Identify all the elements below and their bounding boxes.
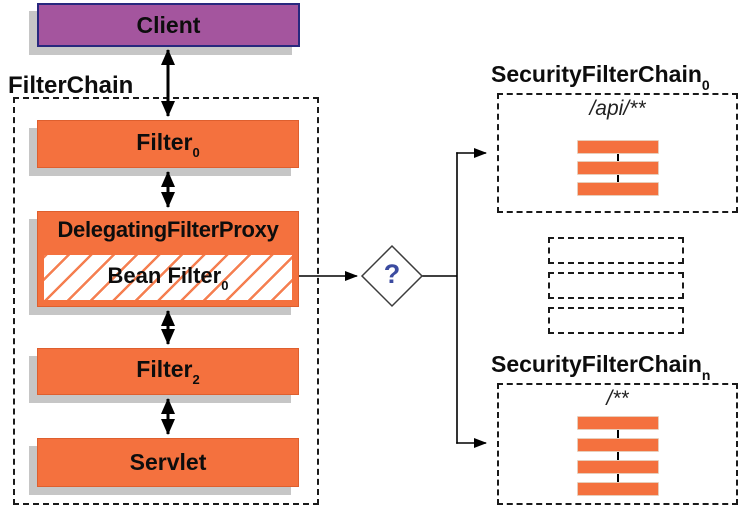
- filter-bar: [577, 161, 659, 175]
- filter-bar: [577, 482, 659, 496]
- security-filter-chain-n-bars: [577, 416, 659, 496]
- placeholder-chain-row: [548, 237, 684, 264]
- security-filter-chain-n-title-text: SecurityFilterChain: [491, 351, 702, 377]
- filterchain-title: FilterChain: [8, 72, 134, 99]
- bean-filter-label: Bean Filter0: [108, 263, 229, 293]
- security-filter-chain-n-title: SecurityFilterChainn: [491, 351, 710, 383]
- bean-filter-label-text: Bean Filter: [107, 262, 222, 288]
- filter0-subscript: 0: [192, 144, 200, 160]
- filter-bar: [577, 140, 659, 154]
- servlet-label: Servlet: [129, 449, 207, 475]
- bean-filter-subscript: 0: [221, 277, 229, 293]
- filter-bar: [577, 438, 659, 452]
- filter0-box: Filter0: [37, 120, 299, 168]
- security-filter-chain-n-pattern: /**: [606, 387, 629, 410]
- filter-bar: [577, 460, 659, 474]
- placeholder-chain-rows: [548, 237, 684, 334]
- filter2-subscript: 2: [192, 372, 200, 387]
- filter2-box: Filter2: [37, 348, 299, 395]
- servlet-box: Servlet: [37, 438, 299, 487]
- security-filter-chain-0-pattern: /api/**: [589, 97, 646, 120]
- filter2-label-text: Filter: [136, 356, 193, 382]
- filter0-label-text: Filter: [136, 128, 193, 155]
- placeholder-chain-row: [548, 307, 684, 334]
- bean-filter-box: Bean Filter0: [42, 253, 294, 302]
- security-filter-chain-0-bars: [577, 140, 659, 196]
- client-label: Client: [136, 11, 201, 38]
- decision-question-label: ?: [383, 259, 401, 289]
- filter0-label: Filter0: [136, 129, 199, 160]
- filter-bar: [577, 416, 659, 430]
- security-filter-chain-0-subscript: 0: [701, 77, 710, 93]
- filter2-label: Filter2: [136, 356, 199, 387]
- security-filter-chain-0-title-text: SecurityFilterChain: [491, 61, 702, 87]
- placeholder-chain-row: [548, 272, 684, 299]
- security-filter-chain-n-subscript: n: [701, 367, 711, 383]
- client-box: Client: [37, 3, 300, 47]
- security-filter-chain-n-box: /**: [497, 383, 738, 505]
- delegating-filter-proxy-label: DelegatingFilterProxy: [57, 217, 279, 242]
- security-filter-chain-0-box: /api/**: [497, 93, 738, 213]
- security-filter-chain-0-title: SecurityFilterChain0: [491, 61, 710, 93]
- delegating-filter-proxy-box: DelegatingFilterProxy Bean Filter0: [37, 211, 299, 307]
- filter-bar: [577, 182, 659, 196]
